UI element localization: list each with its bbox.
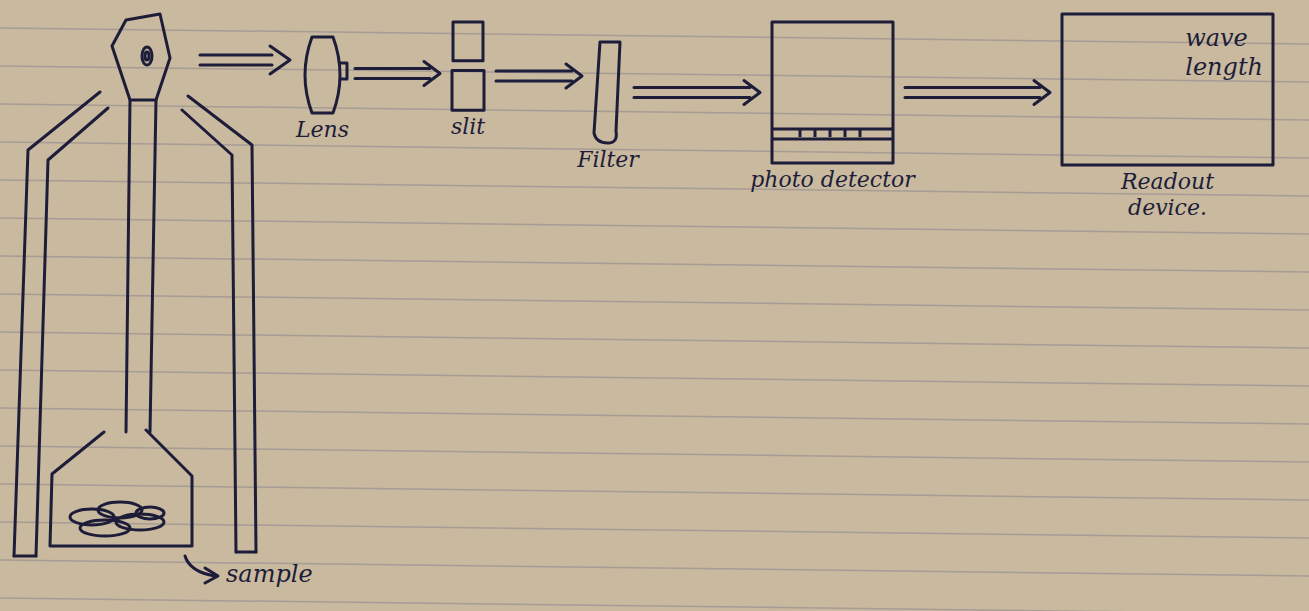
outline [770, 20, 895, 165]
shape-outline [300, 35, 345, 115]
photodetector-box: photo detector [770, 20, 895, 165]
ruled-line [0, 598, 1309, 611]
part-name: Readout device. [1083, 169, 1253, 222]
slit-symbol: slit [450, 20, 486, 112]
burner-illustration [14, 14, 290, 583]
double-arrow [634, 81, 760, 105]
part-name: photo detector [750, 167, 914, 193]
shape-outline [770, 20, 895, 165]
outline [450, 20, 486, 112]
readout-box: wave lengthReadout device. [1060, 12, 1275, 167]
ruled-line [0, 28, 1309, 44]
ruled-line [0, 218, 1309, 234]
lens-symbol: Lens [300, 35, 345, 115]
ruled-line [0, 66, 1309, 82]
ruled-line [0, 142, 1309, 158]
double-arrow [496, 64, 582, 88]
ruled-line [0, 256, 1309, 272]
ruled-line [0, 104, 1309, 120]
outline [300, 35, 345, 115]
ruled-line [0, 560, 1309, 576]
shape-outline [450, 20, 486, 112]
ruled-line [0, 332, 1309, 348]
double-arrow [355, 62, 440, 86]
ruled-line [0, 446, 1309, 462]
ruled-line [0, 180, 1309, 196]
part-label: sample [226, 560, 313, 589]
double-arrow [905, 81, 1050, 105]
part-name: slit [451, 114, 485, 140]
outline [592, 40, 624, 145]
shape-outline [592, 40, 624, 145]
ruled-line [0, 484, 1309, 500]
ruled-line [0, 408, 1309, 424]
ruled-line [0, 522, 1309, 538]
ruled-lines [0, 28, 1309, 611]
ruled-line [0, 294, 1309, 310]
ruled-line [0, 370, 1309, 386]
part-name: Lens [296, 117, 349, 143]
readout-text: wave length [1185, 24, 1275, 82]
filter-symbol: Filter [592, 40, 624, 145]
part-name: Filter [577, 147, 639, 173]
